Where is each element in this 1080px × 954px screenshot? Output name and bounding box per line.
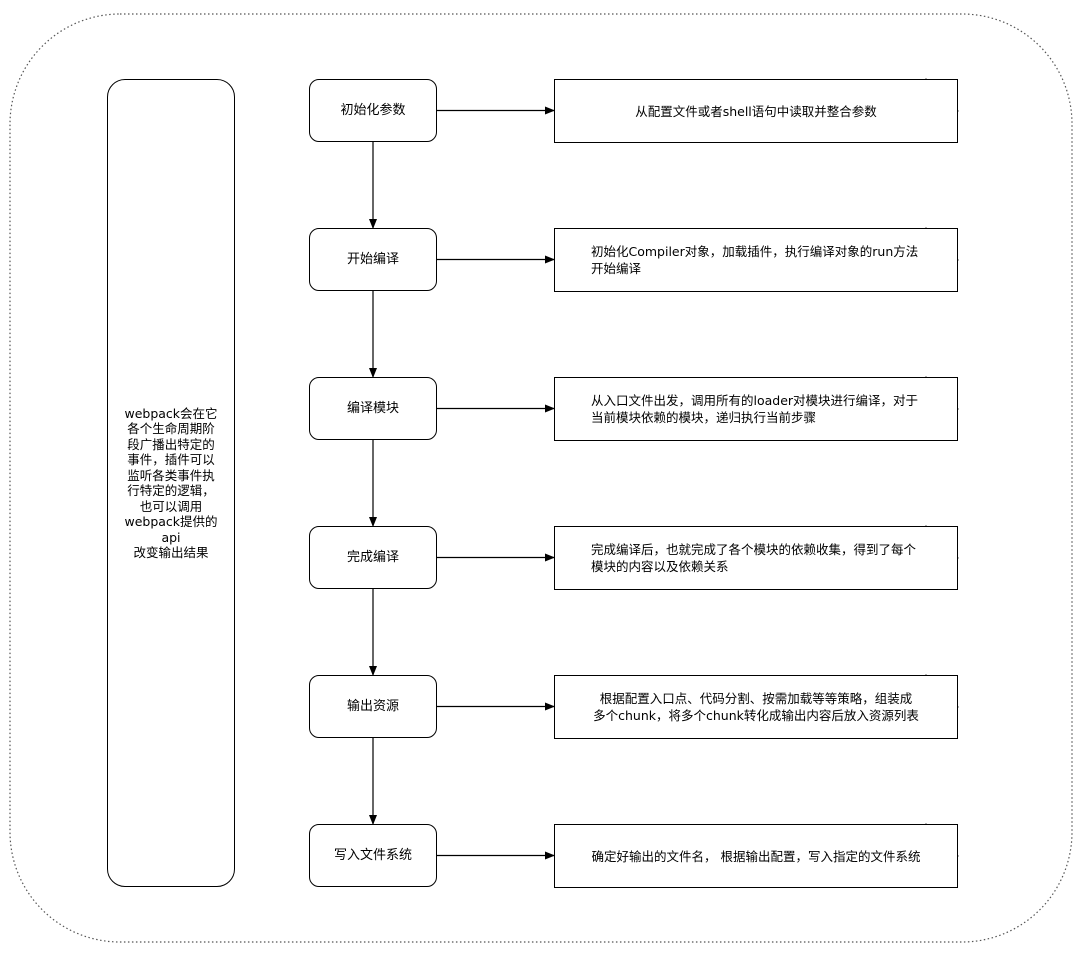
step-label: 写入文件系统 [333, 848, 412, 863]
step-compile-modules: 编译模块 [309, 377, 437, 440]
step-init-params: 初始化参数 [309, 79, 437, 142]
note-text: 完成编译后，也就完成了各个模块的依赖收集，得到了每个 模块的内容以及依赖关系 [591, 542, 917, 574]
step-label: 开始编译 [346, 252, 399, 267]
note-text: 确定好输出的文件名， 根据输出配置，写入指定的文件系统 [591, 848, 921, 864]
step-finish-compile: 完成编译 [309, 526, 437, 589]
note-text: 从入口文件出发，调用所有的loader对模块进行编译，对于 当前模块依赖的模块，… [591, 393, 919, 425]
note-text: 根据配置入口点、代码分割、按需加载等等策略，组装成 多个chunk，将多个chu… [593, 691, 919, 723]
step-label: 完成编译 [346, 550, 399, 565]
step-write-filesystem: 写入文件系统 [309, 824, 437, 887]
step-label: 编译模块 [346, 401, 399, 416]
note-init-params: 从配置文件或者shell语句中读取并整合参数 [554, 79, 958, 143]
note-compile-modules: 从入口文件出发，调用所有的loader对模块进行编译，对于 当前模块依赖的模块，… [554, 377, 958, 441]
side-note-text: webpack会在它 各个生命周期阶 段广播出特定的 事件，插件可以 监听各类事… [124, 405, 218, 561]
step-label: 初始化参数 [340, 103, 406, 118]
note-write-filesystem: 确定好输出的文件名， 根据输出配置，写入指定的文件系统 [554, 824, 958, 888]
note-start-compile: 初始化Compiler对象，加载插件，执行编译对象的run方法 开始编译 [554, 228, 958, 292]
outer-dotted-frame [9, 13, 1073, 943]
note-finish-compile: 完成编译后，也就完成了各个模块的依赖收集，得到了每个 模块的内容以及依赖关系 [554, 526, 958, 590]
step-start-compile: 开始编译 [309, 228, 437, 291]
note-text: 从配置文件或者shell语句中读取并整合参数 [635, 103, 877, 119]
lifecycle-side-note: webpack会在它 各个生命周期阶 段广播出特定的 事件，插件可以 监听各类事… [107, 79, 235, 887]
note-output-assets: 根据配置入口点、代码分割、按需加载等等策略，组装成 多个chunk，将多个chu… [554, 675, 958, 739]
step-output-assets: 输出资源 [309, 675, 437, 738]
step-label: 输出资源 [346, 699, 399, 714]
note-text: 初始化Compiler对象，加载插件，执行编译对象的run方法 开始编译 [591, 244, 919, 276]
